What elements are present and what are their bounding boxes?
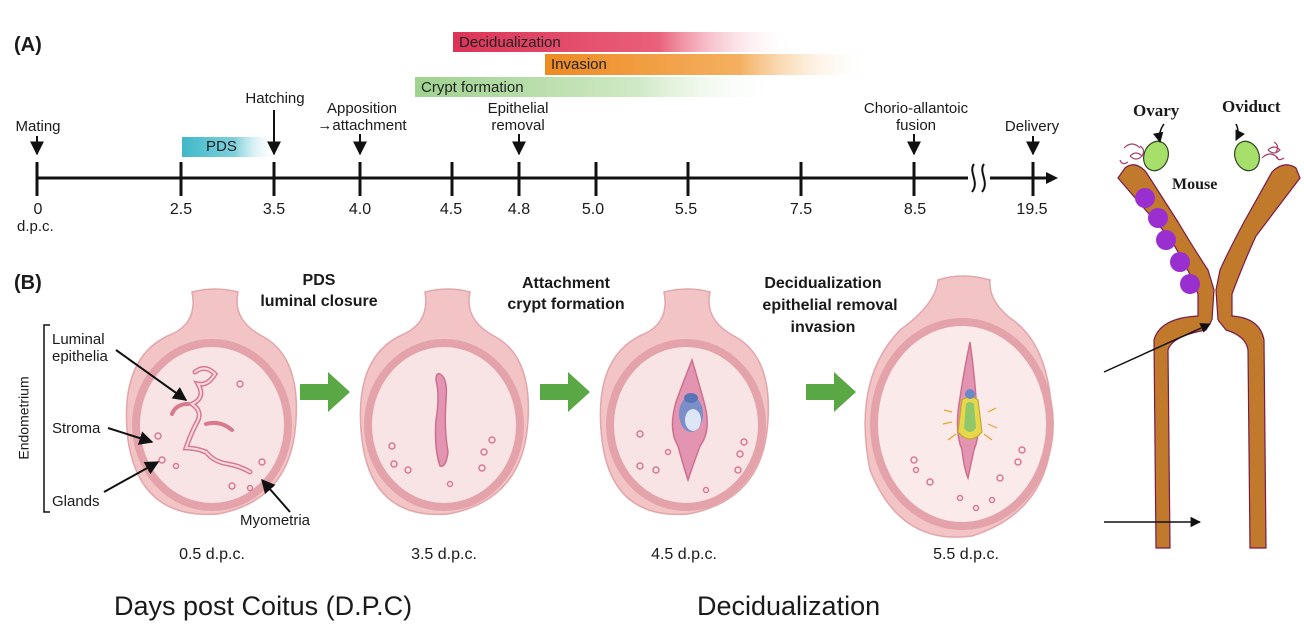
- uterus-section-3: [599, 288, 770, 516]
- label-mouse: Mouse: [1172, 176, 1218, 193]
- axis-unit: d.p.c.: [17, 218, 54, 235]
- stage-2-title: Attachment: [521, 275, 611, 292]
- stage-3-subtitle: epithelial removal: [762, 297, 898, 314]
- invasion-bar: [545, 54, 870, 75]
- tick-label: 4.0: [348, 201, 372, 218]
- uterus-section-2: [359, 288, 530, 516]
- crypt-formation-bar-label: Crypt formation: [421, 79, 524, 96]
- label-oviduct: Oviduct: [1222, 97, 1281, 116]
- tick-label: 19.5: [1016, 201, 1048, 218]
- uterus-section-4: [864, 275, 1054, 538]
- decidualization-bar-label: Decidualization: [459, 34, 561, 51]
- event-removal: removal: [491, 117, 545, 134]
- stage-3-subtitle-2: invasion: [790, 319, 856, 336]
- label-ovary: Ovary: [1133, 101, 1180, 120]
- label-epithelia: epithelia: [52, 348, 108, 365]
- caption-4-5: 4.5 d.p.c.: [651, 546, 717, 563]
- stage-2-subtitle: crypt formation: [507, 296, 625, 313]
- label-endometrium: Endometrium: [15, 376, 32, 460]
- tick-label: 8.5: [903, 201, 927, 218]
- axis-ticks: [35, 162, 1035, 196]
- caption-5-5: 5.5 d.p.c.: [933, 546, 999, 563]
- event-hatching: Hatching: [245, 90, 305, 107]
- label-glands: Glands: [52, 493, 100, 510]
- footer-right-title: Decidualization: [697, 591, 881, 621]
- event-apposition: Apposition: [326, 100, 398, 117]
- event-delivery: Delivery: [1004, 118, 1060, 135]
- tick-label: 2.5: [169, 201, 193, 218]
- tick-label: 0: [33, 201, 43, 218]
- stage-1-subtitle: luminal closure: [260, 293, 378, 310]
- pds-bar: [182, 137, 278, 157]
- footer-left-title: Days post Coitus (D.P.C): [114, 591, 413, 621]
- event-epithelial: Epithelial: [487, 100, 549, 117]
- label-stroma: Stroma: [52, 420, 101, 437]
- endometrium-bracket: [43, 324, 50, 513]
- stage-arrows: [300, 372, 856, 412]
- label-myometria: Myometria: [240, 512, 311, 529]
- crypt-formation-bar: [415, 77, 785, 97]
- panel-b-label: (B): [14, 272, 42, 294]
- annotation-arrows: [103, 349, 291, 513]
- panel-a-label: (A): [14, 34, 42, 56]
- event-attachment: →attachment: [317, 117, 407, 134]
- uterus-section-1: [125, 288, 298, 516]
- caption-0-5: 0.5 d.p.c.: [179, 546, 245, 563]
- axis-break: [968, 163, 990, 193]
- stage-1-title: PDS: [302, 272, 336, 289]
- tick-label: 5.5: [674, 201, 698, 218]
- event-arrows: [30, 110, 1040, 156]
- event-mating: Mating: [15, 118, 61, 135]
- event-chorio-allantoic: Chorio-allantoic: [863, 100, 969, 117]
- tick-label: 3.5: [262, 201, 286, 218]
- tick-label: 4.5: [439, 201, 463, 218]
- caption-3-5: 3.5 d.p.c.: [411, 546, 477, 563]
- mouse-uterus: [1103, 123, 1301, 549]
- decidualization-bar: [453, 32, 795, 52]
- axis-arrowhead: [1046, 172, 1058, 184]
- invasion-bar-label: Invasion: [551, 56, 607, 73]
- tick-label: 4.8: [507, 201, 531, 218]
- tick-label: 7.5: [789, 201, 813, 218]
- event-fusion: fusion: [895, 117, 937, 134]
- label-luminal: Luminal: [52, 331, 105, 348]
- tick-label: 5.0: [581, 201, 605, 218]
- pds-bar-label: PDS: [206, 138, 237, 155]
- stage-3-title: Decidualization: [764, 275, 882, 292]
